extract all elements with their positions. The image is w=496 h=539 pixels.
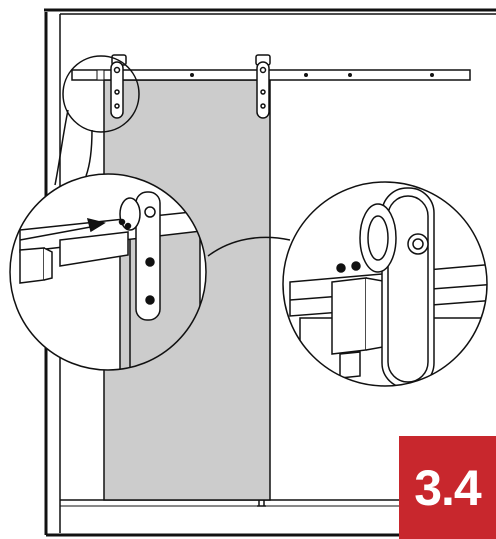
track-screws	[190, 73, 434, 77]
track-stopper	[96, 69, 105, 81]
track-rail	[71, 69, 471, 81]
detail-marker-circle	[62, 55, 140, 133]
step-number-badge: 3.4	[399, 436, 496, 539]
hanger-right	[255, 54, 271, 119]
arrow-right-icon	[86, 217, 106, 233]
leader-lines-left	[54, 109, 93, 186]
floor-guide	[257, 500, 266, 507]
detail-right	[282, 181, 488, 387]
leader-line-right	[207, 236, 291, 257]
